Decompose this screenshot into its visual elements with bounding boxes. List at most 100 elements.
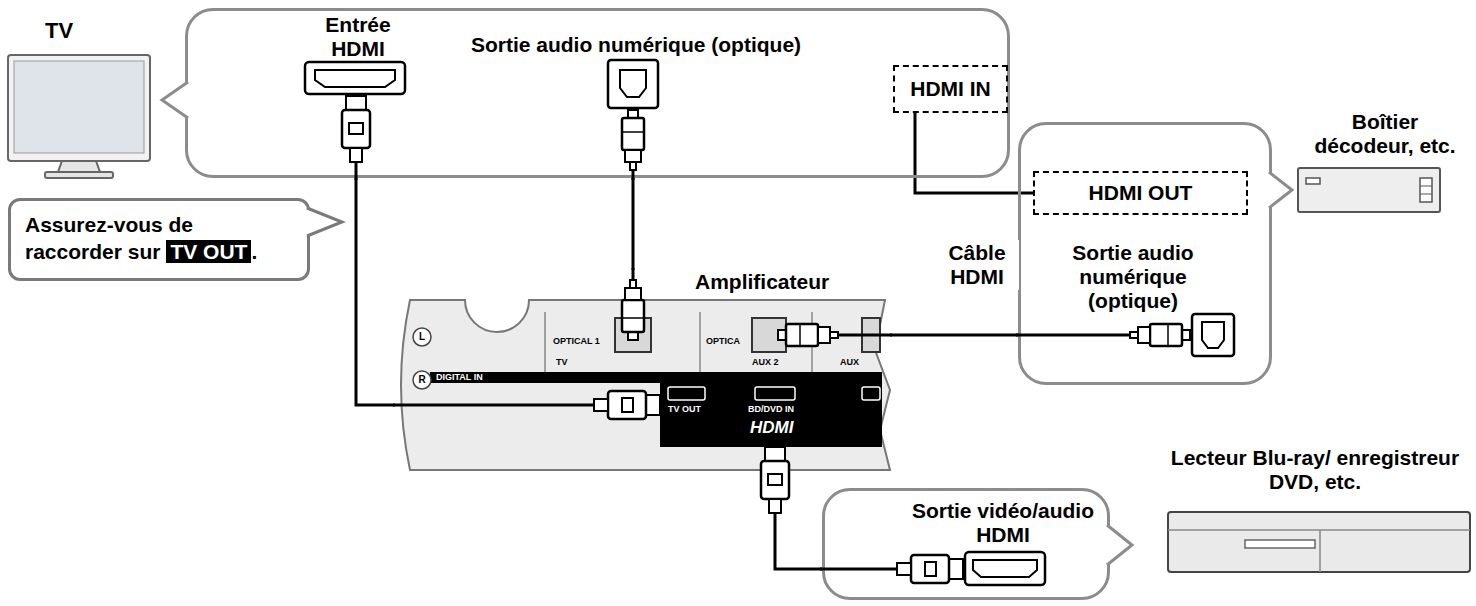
optical-port-icon: [1192, 314, 1234, 356]
port-name: HDMI OUT: [1089, 181, 1193, 205]
hdmi-port-inner: [973, 560, 1037, 577]
tv-icon: [8, 55, 150, 178]
port-name: TV OUT: [668, 404, 718, 414]
device-title: Boîtier décodeur, etc.: [1300, 110, 1470, 158]
cable-label: Câble HDMI: [935, 240, 1019, 290]
settop-display: [1306, 178, 1320, 184]
panel-divider: [699, 312, 701, 372]
port-heading: Sortie audio numérique (optique): [446, 33, 826, 57]
tv-base: [45, 172, 113, 178]
analog-jack: [413, 371, 431, 389]
port-name: OPTICA: [706, 336, 750, 346]
device-title: TV: [45, 18, 105, 43]
cable: [820, 568, 899, 571]
hdmi-port: [668, 387, 705, 400]
cable-connector: [915, 113, 1033, 193]
callout-pointer: [307, 208, 342, 236]
note-text: .: [251, 240, 257, 263]
amplifier-panel: [401, 300, 890, 470]
bluray-icon: [1168, 512, 1470, 572]
port-heading: Sortie audio numérique (optique): [1048, 241, 1218, 313]
bluray-body: [1168, 512, 1470, 572]
port-name: TV: [556, 357, 586, 367]
bluray-line: [1319, 530, 1321, 572]
port-heading: Sortie vidéo/audio HDMI: [903, 499, 1103, 547]
bluray-tray: [1245, 540, 1315, 548]
amplifier-node: Amplificateur: [395, 270, 890, 470]
hdmi-port-outline: [965, 552, 1045, 585]
cable-connector: [890, 334, 1018, 337]
optical-plug: [622, 280, 644, 340]
panel-divider: [544, 312, 546, 372]
optical-port-outline: [1192, 314, 1234, 356]
cable: [393, 404, 596, 407]
cable-stubs: [356, 160, 1132, 569]
optical-port-outline: [608, 60, 658, 108]
settop-panel: [1420, 178, 1432, 202]
bubble-pointer: [1269, 172, 1292, 208]
port-name: BD/DVD IN: [748, 404, 812, 414]
port-name: AUX 2: [752, 357, 792, 367]
hdmi-port-inner: [315, 70, 395, 87]
hdmi-logo: HDMI: [750, 418, 810, 438]
optical-plug: [622, 110, 644, 170]
settop-line: [1420, 186, 1432, 187]
device-bubble: Sortie vidéo/audio HDMI: [822, 488, 1110, 600]
optical-port-icon: [608, 60, 658, 108]
tv-frame: [8, 55, 150, 161]
note-callout: Assurez-vous de raccorder surTV OUT.: [8, 198, 310, 281]
jack-name: L: [412, 331, 432, 343]
port-name: AUX: [840, 357, 870, 367]
hdmi-bar: [660, 383, 882, 447]
hdmi-plug: [897, 555, 963, 583]
cable-connector: [632, 178, 635, 270]
port-heading: Entrée HDMI: [303, 13, 413, 61]
cable: [632, 168, 635, 180]
hdmi-port-icon: [965, 552, 1045, 585]
bubble-pointer: [1107, 525, 1132, 565]
cable-connector: [775, 470, 822, 569]
optical-port: [752, 318, 786, 352]
optical-plug: [778, 324, 838, 346]
cable: [836, 334, 892, 337]
optical-port-inner: [620, 70, 646, 97]
hdmi-port-icon: [305, 62, 405, 94]
settop-icon: [1298, 168, 1440, 212]
optical-port-inner: [1202, 322, 1224, 348]
tv-screen: [14, 61, 144, 153]
hdmi-plug: [761, 447, 789, 513]
tv-stand: [58, 161, 100, 172]
hdmi-plug: [594, 391, 660, 419]
port-box: HDMI IN: [893, 65, 1008, 113]
settop-line: [1420, 194, 1432, 195]
device-bubble: HDMI IN Entrée HDMI Sortie audio numérique…: [185, 8, 1010, 178]
cable: [632, 268, 635, 282]
port-name: OPTICAL 1: [553, 336, 611, 346]
hdmi-port-outline: [305, 62, 405, 94]
hdmi-plug: [342, 96, 370, 162]
bluray-line: [1168, 529, 1470, 531]
port-box: HDMI OUT: [1033, 171, 1248, 215]
panel-outline: [401, 300, 890, 470]
panel-divider: [811, 312, 813, 372]
hdmi-port: [862, 387, 880, 400]
device-bubble: HDMI OUT Sortie audio numérique (optique): [1018, 122, 1272, 385]
jack-name: R: [412, 374, 432, 386]
optical-port: [862, 318, 880, 352]
hdmi-port: [755, 387, 795, 400]
port-name: HDMI IN: [910, 77, 991, 101]
settop-body: [1298, 168, 1440, 212]
optical-plug: [1130, 324, 1190, 346]
section-name: DIGITAL IN: [436, 372, 506, 382]
digital-in-bar: [430, 372, 882, 383]
cable: [1016, 334, 1132, 337]
cable-connector: [356, 178, 395, 405]
optical-port: [615, 318, 651, 352]
analog-jack: [413, 328, 431, 346]
device-title: Amplificateur: [695, 270, 875, 294]
device-title: Lecteur Blu-ray/ enregistreur DVD, etc.: [1160, 446, 1470, 494]
